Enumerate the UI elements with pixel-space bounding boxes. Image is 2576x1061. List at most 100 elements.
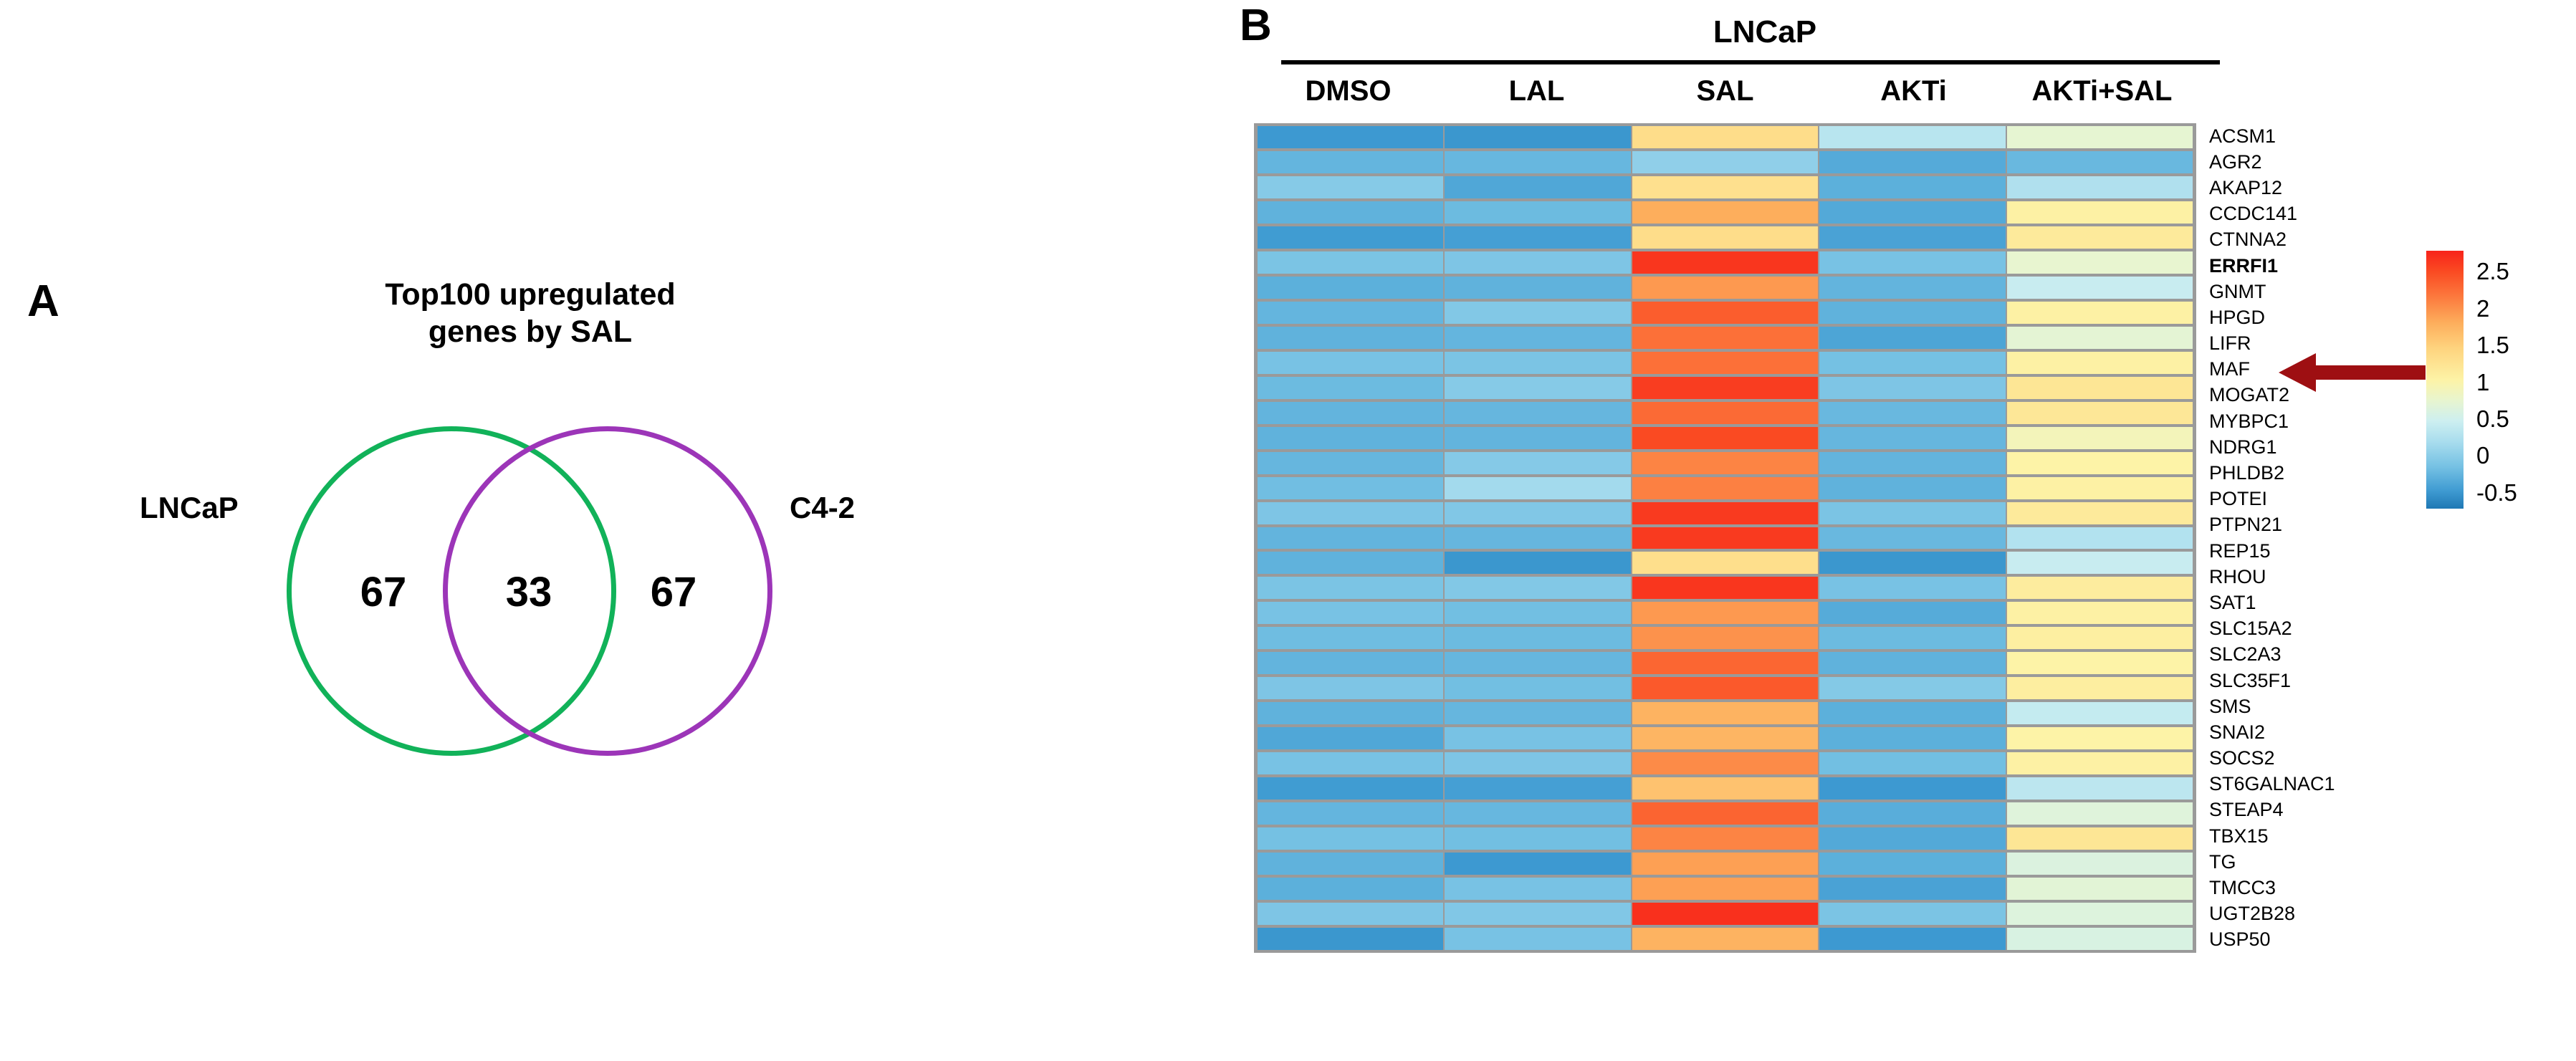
- heatmap-cell: [1819, 326, 2006, 349]
- heatmap-gene-label-tmcc3: TMCC3: [2209, 877, 2276, 899]
- colorbar-tick-1: 1: [2476, 368, 2490, 395]
- heatmap-gene-label-phldb2: PHLDB2: [2209, 462, 2285, 484]
- heatmap-cell: [1445, 552, 1631, 575]
- heatmap-cell: [1632, 827, 1819, 850]
- heatmap-cell: [1819, 853, 2006, 875]
- heatmap-cell: [1258, 376, 1444, 399]
- heatmap-cell: [1819, 752, 2006, 775]
- heatmap-cell: [1632, 226, 1819, 249]
- heatmap-cell: [1258, 201, 1444, 224]
- heatmap-cell: [1632, 878, 1819, 901]
- heatmap-cell: [1445, 928, 1631, 950]
- heatmap-cell: [1445, 401, 1631, 424]
- heatmap-gene-label-ctnna2: CTNNA2: [2209, 229, 2287, 251]
- heatmap-cell: [1258, 401, 1444, 424]
- heatmap-row: [1257, 201, 2193, 224]
- venn-count-lncap-only: 67: [360, 569, 407, 615]
- heatmap-gene-label-slc2a3: SLC2A3: [2209, 643, 2281, 666]
- heatmap-cell: [1632, 577, 1819, 600]
- heatmap-cell: [1258, 727, 1444, 750]
- heatmap-gene-label-tbx15: TBX15: [2209, 825, 2269, 847]
- heatmap-cell: [2006, 326, 2193, 349]
- heatmap-gene-label-rhou: RHOU: [2209, 565, 2266, 587]
- venn-count-intersection: 33: [505, 569, 552, 615]
- heatmap-cell: [1445, 276, 1631, 299]
- colorbar-tick-neg0p5: -0.5: [2476, 479, 2517, 506]
- venn-label-c4-2: C4-2: [790, 491, 856, 524]
- heatmap-cell: [1632, 802, 1819, 825]
- panel-a-letter: A: [27, 277, 59, 326]
- heatmap-cell: [1819, 652, 2006, 675]
- heatmap-cell: [1445, 326, 1631, 349]
- heatmap-cell: [1819, 727, 2006, 750]
- heatmap-cell: [1445, 802, 1631, 825]
- heatmap-cell: [1445, 251, 1631, 274]
- heatmap-cell: [1819, 276, 2006, 299]
- colorbar-tick-2: 2: [2476, 294, 2490, 322]
- heatmap-row: [1257, 903, 2193, 925]
- venn-label-lncap: LNCaP: [140, 491, 239, 524]
- heatmap-cell: [2006, 552, 2193, 575]
- heatmap-cell: [1445, 150, 1631, 173]
- heatmap-cell: [1445, 727, 1631, 750]
- heatmap-cell: [1258, 652, 1444, 675]
- colorbar-tick-2p5: 2.5: [2476, 258, 2509, 285]
- heatmap-cell: [1819, 777, 2006, 800]
- heatmap-cell: [1819, 201, 2006, 224]
- heatmap-cell: [2006, 777, 2193, 800]
- heatmap-cell: [1632, 702, 1819, 725]
- heatmap-cell: [2006, 878, 2193, 901]
- heatmap-gene-label-tg: TG: [2209, 850, 2236, 873]
- heatmap-group-rule: [1281, 60, 2220, 64]
- heatmap-cell: [1258, 928, 1444, 950]
- heatmap-cell: [2006, 727, 2193, 750]
- venn-title-line2: genes by SAL: [428, 315, 633, 350]
- colorbar-tick-0p5: 0.5: [2476, 405, 2509, 432]
- heatmap-row: [1257, 501, 2193, 524]
- heatmap-cell: [1632, 251, 1819, 274]
- heatmap-row: [1257, 602, 2193, 625]
- heatmap-cell: [1258, 677, 1444, 700]
- heatmap-gene-label-steap4: STEAP4: [2209, 799, 2284, 821]
- heatmap-cell: [2006, 126, 2193, 148]
- heatmap-cell: [1445, 627, 1631, 650]
- heatmap-cell: [1258, 827, 1444, 850]
- heatmap-cell: [1258, 752, 1444, 775]
- heatmap-column-header-akti-plus-sal: AKTi+SAL: [2031, 75, 2173, 107]
- heatmap-cell: [1819, 451, 2006, 474]
- heatmap-cell: [1445, 476, 1631, 499]
- heatmap-cell: [2006, 476, 2193, 499]
- heatmap-cell: [2006, 827, 2193, 850]
- heatmap-cell: [1632, 126, 1819, 148]
- heatmap-cell: [1445, 426, 1631, 449]
- heatmap-gene-label-snai2: SNAI2: [2209, 721, 2266, 743]
- heatmap-cell: [1258, 276, 1444, 299]
- heatmap-cell: [1632, 326, 1819, 349]
- heatmap-row: [1257, 752, 2193, 775]
- heatmap-row: [1257, 251, 2193, 274]
- heatmap-cell: [2006, 276, 2193, 299]
- heatmap-cell: [2006, 401, 2193, 424]
- heatmap-row: [1257, 878, 2193, 901]
- heatmap-row: [1257, 652, 2193, 675]
- heatmap-cell: [1632, 777, 1819, 800]
- heatmap-cell: [1632, 451, 1819, 474]
- heatmap-row: [1257, 476, 2193, 499]
- heatmap-cell: [1445, 602, 1631, 625]
- heatmap-row: [1257, 276, 2193, 299]
- heatmap-cell: [1632, 853, 1819, 875]
- heatmap-cell: [1258, 251, 1444, 274]
- heatmap-row: [1257, 301, 2193, 324]
- heatmap-cell: [1258, 176, 1444, 198]
- heatmap-cell: [1632, 527, 1819, 549]
- heatmap-cell: [1819, 677, 2006, 700]
- heatmap-cell: [2006, 928, 2193, 950]
- heatmap-grid: [1254, 123, 2196, 953]
- heatmap-gene-label-hpgd: HPGD: [2209, 306, 2266, 328]
- heatmap-cell: [1632, 301, 1819, 324]
- heatmap-row: [1257, 226, 2193, 249]
- heatmap-cell: [1632, 928, 1819, 950]
- heatmap-cell: [2006, 527, 2193, 549]
- heatmap-cell: [1445, 226, 1631, 249]
